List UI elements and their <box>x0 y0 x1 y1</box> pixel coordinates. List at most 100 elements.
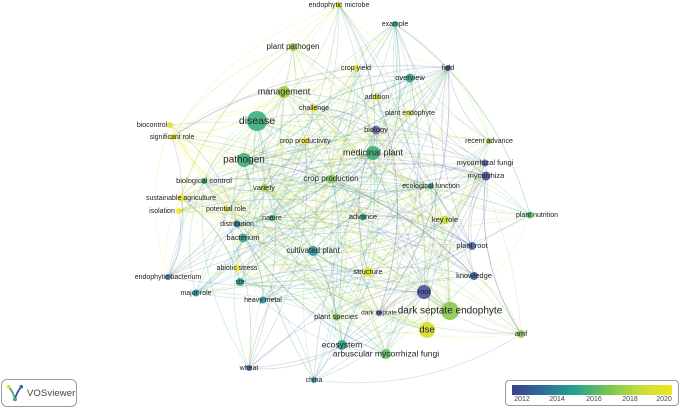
node-root[interactable] <box>417 285 431 299</box>
node-biocontrol[interactable] <box>167 122 173 128</box>
node-dark-septate[interactable] <box>376 310 382 316</box>
node-label-sustainable-agriculture[interactable]: sustainable agriculture <box>146 195 216 202</box>
node-label-structure[interactable]: structure <box>353 267 382 276</box>
node-biology[interactable] <box>371 125 381 135</box>
node-crop-production[interactable] <box>326 174 336 184</box>
node-sustainable-agriculture[interactable] <box>177 194 185 202</box>
node-plant-species[interactable] <box>332 313 340 321</box>
node-label-major-role[interactable]: major role <box>180 290 211 297</box>
node-label-wheat[interactable]: wheat <box>239 365 259 372</box>
node-advance[interactable] <box>359 213 367 221</box>
node-label-endophytic-bacterium[interactable]: endophytic bacterium <box>135 274 202 281</box>
node-label-cultivated-plant[interactable]: cultivated plant <box>286 246 340 255</box>
node-distribution[interactable] <box>233 220 241 228</box>
node-label-ecosystem[interactable]: ecosystem <box>322 339 363 349</box>
node-label-disease[interactable]: disease <box>239 115 275 127</box>
node-label-potential-role[interactable]: potential role <box>206 206 246 213</box>
node-medicinal-plant[interactable] <box>366 146 380 160</box>
node-structure[interactable] <box>363 267 373 277</box>
node-label-amf[interactable]: amf <box>515 329 528 338</box>
node-label-management[interactable]: management <box>258 86 311 96</box>
node-challenge[interactable] <box>310 104 318 112</box>
node-isolation[interactable] <box>176 208 182 214</box>
node-dse[interactable] <box>419 322 435 338</box>
node-potential-role[interactable] <box>223 206 229 212</box>
node-amf[interactable] <box>517 330 525 338</box>
node-wheat[interactable] <box>246 365 252 371</box>
node-label-plant-endophyte[interactable]: plant endophyte <box>385 110 435 117</box>
node-label-distribution[interactable]: distribution <box>220 221 254 228</box>
node-china[interactable] <box>311 377 317 383</box>
node-label-dark-septate-endophyte[interactable]: dark septate endophyte <box>398 306 503 317</box>
node-label-key-role[interactable]: key role <box>432 215 458 224</box>
node-label-advance[interactable]: advance <box>349 212 377 221</box>
node-label-challenge[interactable]: challenge <box>299 105 329 112</box>
node-label-china[interactable]: china <box>306 377 323 384</box>
node-label-abiotic-stress[interactable]: abiotic stress <box>217 265 258 272</box>
node-label-arbuscular-mycorrhizal-fungi[interactable]: arbuscular mycorrhizal fungi <box>333 348 439 358</box>
node-label-root[interactable]: root <box>418 287 432 296</box>
node-crop-yield[interactable] <box>353 65 359 71</box>
node-label-crop-production[interactable]: crop production <box>303 174 358 183</box>
node-label-biology[interactable]: biology <box>364 125 388 134</box>
node-label-dse[interactable]: dse <box>419 325 434 336</box>
node-label-endophytic-microbe[interactable]: endophytic microbe <box>309 2 370 9</box>
node-label-addition[interactable]: addition <box>365 94 390 101</box>
node-label-field[interactable]: field <box>442 65 455 72</box>
node-addition[interactable] <box>374 94 380 100</box>
node-endophytic-bacterium[interactable] <box>165 274 171 280</box>
node-cultivated-plant[interactable] <box>308 246 318 256</box>
node-label-ecological-function[interactable]: ecological function <box>402 183 460 190</box>
node-label-heavy-metal[interactable]: heavy metal <box>244 297 282 304</box>
node-heavy-metal[interactable] <box>259 296 267 304</box>
node-mycorrhiza[interactable] <box>481 171 491 181</box>
node-plant-root[interactable] <box>468 242 476 250</box>
node-label-isolation[interactable]: isolation <box>149 208 175 215</box>
node-label-knowledge[interactable]: knowledge <box>456 271 492 280</box>
node-label-plant-species[interactable]: plant species <box>314 312 358 321</box>
node-label-mycorrhiza[interactable]: mycorrhiza <box>468 171 506 180</box>
node-label-plant-pathogen[interactable]: plant pathogen <box>267 42 320 51</box>
node-significant-role[interactable] <box>169 134 175 140</box>
node-knowledge[interactable] <box>470 272 478 280</box>
node-label-mycorrhizal-fungi[interactable]: mycorrhizal fungi <box>457 158 514 167</box>
node-plant-endophyte[interactable] <box>407 110 413 116</box>
node-pathogen[interactable] <box>237 153 251 167</box>
node-recent-advance[interactable] <box>486 138 492 144</box>
node-key-role[interactable] <box>440 215 450 225</box>
node-label-medicinal-plant[interactable]: medicinal plant <box>343 147 404 157</box>
node-nature[interactable] <box>269 215 275 221</box>
node-major-role[interactable] <box>192 289 200 297</box>
node-label-dark-septate[interactable]: dark septate <box>361 310 397 317</box>
node-management[interactable] <box>278 86 290 98</box>
node-disease[interactable] <box>247 111 267 131</box>
node-label-recent-advance[interactable]: recent advance <box>465 138 513 145</box>
node-label-overview[interactable]: overview <box>395 73 425 82</box>
node-overview[interactable] <box>405 73 415 83</box>
node-label-ste[interactable]: ste <box>235 279 244 286</box>
node-variety[interactable] <box>260 184 268 192</box>
node-abiotic-stress[interactable] <box>234 265 240 271</box>
node-bacterium[interactable] <box>238 233 248 243</box>
node-label-nature[interactable]: nature <box>262 215 282 222</box>
node-field[interactable] <box>445 65 451 71</box>
node-label-plant-root[interactable]: plant root <box>456 241 488 250</box>
node-label-biocontrol[interactable]: biocontrol <box>137 122 168 129</box>
node-label-pathogen[interactable]: pathogen <box>223 155 265 166</box>
node-label-crop-productivity[interactable]: crop productivity <box>280 138 331 145</box>
node-dark-septate-endophyte[interactable] <box>441 302 459 320</box>
node-ecosystem[interactable] <box>337 340 347 350</box>
node-label-biological-control[interactable]: biological control <box>176 176 232 185</box>
node-ecological-function[interactable] <box>428 183 434 189</box>
node-arbuscular-mycorrhizal-fungi[interactable] <box>381 349 391 359</box>
node-plant-nutrition[interactable] <box>526 211 534 219</box>
node-label-bacterium[interactable]: bacterium <box>227 233 260 242</box>
node-plant-pathogen[interactable] <box>289 43 297 51</box>
node-biological-control[interactable] <box>201 178 207 184</box>
node-ste[interactable] <box>236 278 244 286</box>
node-label-significant-role[interactable]: significant role <box>150 134 195 141</box>
node-example[interactable] <box>392 21 398 27</box>
node-label-plant-nutrition[interactable]: plant nutrition <box>516 212 558 219</box>
node-label-crop-yield[interactable]: crop yield <box>341 65 371 72</box>
